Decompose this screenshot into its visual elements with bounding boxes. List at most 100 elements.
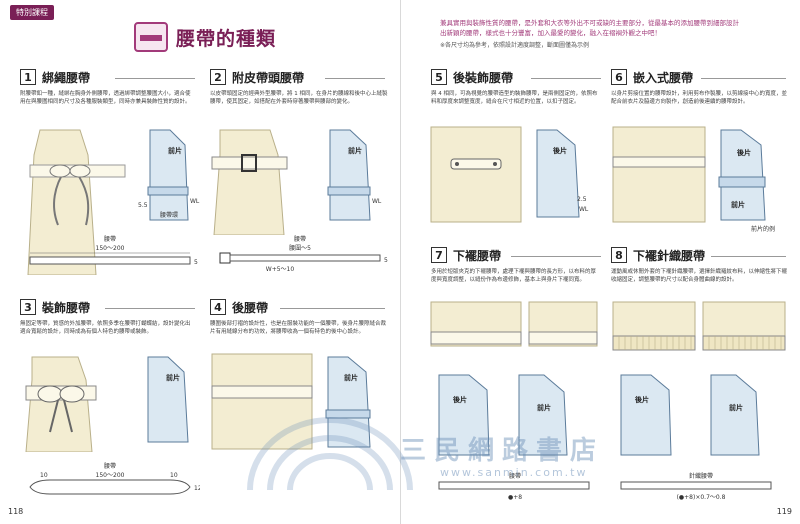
figure-pattern-8: 後片 前片 (620, 374, 760, 456)
panel-desc: 無固定等帶，質感的外加腰帶，依照多季在腰帶打蝴蝶結，設計變化出適合寬鬆的設計，同… (20, 321, 191, 335)
label-belt: 腰帶 (509, 473, 521, 480)
label-front-2: 前片 (731, 200, 745, 209)
watermark-url: www.sanmin.com.tw (440, 466, 588, 479)
panel-4: 4 後腰帶 腰圍後部打褶的設計性，也是在服裝功能的一個腰帶，後身片腰際縫合裁片有… (210, 298, 390, 336)
label-front: 前片 (168, 146, 182, 155)
figure-belt-1: 腰帶 150～200 5 (29, 236, 198, 266)
intro-block: 兼具實用與裝飾性質的腰帶，是外套和大衣等外出不可或缺的主要部分，從最基本的添加腰… (440, 18, 740, 49)
panel-desc: 附腰帶釦一種，縫綁在胸身外側腰帶，透過綁帶調整腰圍大小，適合使用在與腰圍相同的尺… (20, 91, 191, 105)
label-belt: 腰帶 (294, 236, 306, 243)
label-d8: (●+8)×0.7～0.8 (677, 494, 726, 501)
panel-title: 綁繩腰帶 (42, 70, 91, 85)
divider (701, 78, 786, 79)
page-number-right: 119 (776, 507, 792, 516)
label-5: 5 (194, 259, 198, 266)
panel-title: 下襬腰帶 (453, 248, 502, 263)
panel-1: 1 綁繩腰帶 附腰帶釦一種，縫綁在胸身外側腰帶，透過綁帶調整腰圍大小，適合使用在… (20, 68, 195, 106)
label-back: 後片 (736, 148, 751, 157)
panel-5: 5 後裝飾腰帶 與 4 相同，可為視覺的腰帶造型的裝飾腰帶，是兩側固定的，依照布… (431, 68, 601, 106)
figure-belt-2: 腰帶 腰圍～5 W+5～10 5 (219, 236, 388, 273)
left-page: 特別課程 腰帶的種類 1 綁繩腰帶 附腰帶釦一種，縫綁在胸身外側腰帶，透過綁帶調… (8, 5, 390, 516)
label-d7: ●+8 (508, 494, 522, 501)
label-wl: WL (372, 198, 382, 205)
panel-number: 1 (20, 69, 36, 85)
divider (115, 78, 195, 79)
label-belt: 腰帶 (104, 236, 116, 243)
label-10a: 10 (40, 472, 48, 479)
panel-desc: 腰圍後部打褶的設計性，也是在服裝功能的一個腰帶，後身片腰際縫合裁片有用縫線分布的… (210, 321, 387, 335)
figure-back-belt: 前片 (211, 353, 371, 450)
page-title-text: 腰帶的種類 (176, 27, 277, 50)
figure-belt-8: 針織腰帶 (●+8)×0.7～0.8 (620, 472, 772, 501)
panel-number: 4 (210, 299, 226, 315)
figure-tie-belt: 前片 5.5 WL 腰帶環 (27, 129, 200, 275)
figure-hem-belt (430, 301, 598, 347)
panel-2: 2 附皮帶頭腰帶 以皮帶頭固定的經典外型腰帶，將 1 相同，在身片的腰線和後中心… (210, 68, 390, 106)
label-d2b: W+5～10 (266, 266, 295, 273)
panel-number: 5 (431, 69, 447, 85)
panel-number: 8 (611, 247, 627, 263)
figure-pattern-7: 後片 前片 (438, 374, 568, 456)
label-belt-loop: 腰帶環 (160, 212, 178, 219)
panel-desc: 多用於短版夾克的下襬腰帶，處理下襬與腰帶的長方形，以布料的厚度與寬度調整，以縫份… (431, 269, 597, 283)
figure-belt-3: 腰帶 10 150～200 10 12 (29, 463, 200, 495)
label-back: 後片 (452, 395, 467, 404)
panel-desc: 運動風或休閒外套的下襬針織腰帶，選擇針織羅紋布料，以伸縮性將下襬收縮固定，調整腰… (611, 269, 788, 283)
panel-title: 後腰帶 (232, 300, 269, 315)
divider (711, 256, 786, 257)
figure-deco-belt: 前片 (25, 356, 189, 452)
label-5: 5 (384, 257, 388, 264)
section-tag: 特別課程 (10, 5, 54, 20)
panel-desc: 以皮帶頭固定的經典外型腰帶，將 1 相同，在身片的腰線和後中心上縫製腰帶，使其固… (210, 91, 388, 105)
intro-note: ※各尺寸均為參考，依照設計適度調整，斷面圖僅為示例 (440, 42, 590, 49)
panel-title: 後裝飾腰帶 (453, 70, 514, 85)
label-12: 12 (194, 485, 200, 492)
figure-belt-7: 腰帶 ●+8 (438, 473, 590, 501)
label-belt: 腰帶 (104, 463, 116, 470)
figure-buckle-belt: 前片 WL (211, 129, 382, 235)
page-title: 腰帶的種類 (134, 22, 276, 52)
panel-title: 下襬針織腰帶 (633, 248, 706, 263)
figure-knit-hem (612, 301, 786, 351)
label-cm-note: 前片的例 (751, 225, 775, 233)
label-d3: 150～200 (96, 472, 125, 479)
label-wl: WL (579, 206, 589, 213)
panel-6: 6 嵌入式腰帶 以身片剪接位置的腰帶設計，利用剪布作製腰，以剪線接中心的寬度，並… (611, 68, 791, 106)
divider (280, 308, 385, 309)
label-back: 後片 (552, 146, 567, 155)
panel-7: 7 下襬腰帶 多用於短版夾克的下襬腰帶，處理下襬與腰帶的長方形，以布料的厚度與寬… (431, 246, 601, 284)
label-d2: 腰圍～5 (289, 245, 311, 252)
panel-number: 7 (431, 247, 447, 263)
belt-icon (134, 22, 168, 52)
watermark-text: 三民網路書店 (400, 436, 605, 466)
panel-number: 3 (20, 299, 36, 315)
page-number-left: 118 (8, 507, 24, 516)
panel-desc: 以身片剪接位置的腰帶設計，利用剪布作製腰，以剪線接中心的寬度，並配合前衣片及脇邊… (611, 91, 788, 105)
panel-number: 2 (210, 69, 226, 85)
divider (325, 78, 385, 79)
divider (531, 78, 601, 79)
label-wl: WL (190, 198, 200, 205)
divider (511, 256, 601, 257)
label-front: 前片 (729, 403, 743, 412)
panel-number: 6 (611, 69, 627, 85)
right-page: 5 後裝飾腰帶 與 4 相同，可為視覺的腰帶造型的裝飾腰帶，是兩側固定的，依照布… (400, 0, 800, 524)
label-10b: 10 (170, 472, 178, 479)
label-knit-belt: 針織腰帶 (689, 472, 713, 480)
label-55: 5.5 (138, 202, 148, 209)
panel-8: 8 下襬針織腰帶 運動風或休閒外套的下襬針織腰帶，選擇針織羅紋布料，以伸縮性將下… (611, 246, 791, 284)
label-d1: 150～200 (96, 245, 125, 252)
panel-3: 3 裝飾腰帶 無固定等帶，質感的外加腰帶，依照多季在腰帶打蝴蝶結，設計變化出適合… (20, 298, 195, 336)
label-25: 2.5 (577, 196, 587, 203)
label-back: 後片 (634, 395, 649, 404)
label-front: 前片 (537, 403, 551, 412)
figure-back-deco-belt: 後片 2.5 WL (430, 126, 589, 223)
panel-title: 嵌入式腰帶 (633, 70, 694, 85)
intro-text: 兼具實用與裝飾性質的腰帶，是外套和大衣等外出不可或缺的主要部分，從最基本的添加腰… (440, 19, 739, 37)
panel-title: 裝飾腰帶 (42, 300, 91, 315)
label-front: 前片 (348, 146, 362, 155)
panel-title: 附皮帶頭腰帶 (232, 70, 305, 85)
label-front: 前片 (344, 373, 358, 382)
panel-desc: 與 4 相同，可為視覺的腰帶造型的裝飾腰帶，是兩側固定的，依照布料和厚度來調整寬… (431, 91, 598, 105)
divider (105, 308, 195, 309)
